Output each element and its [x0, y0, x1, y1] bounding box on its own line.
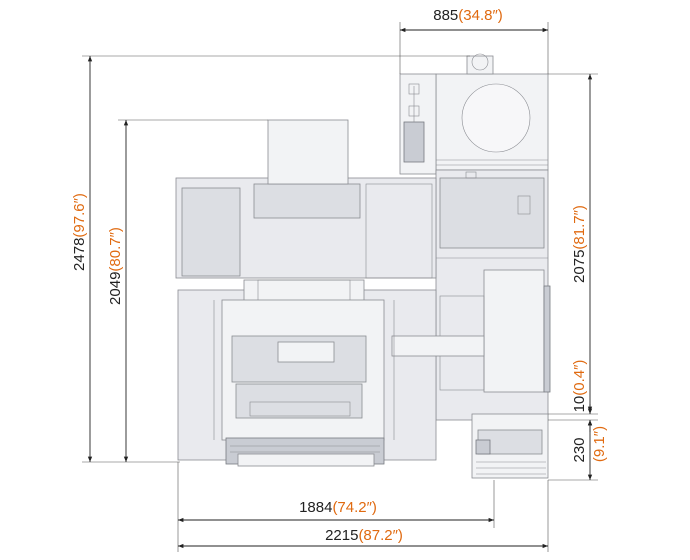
spindle-cartridge	[403, 121, 425, 163]
right-handle	[543, 285, 551, 393]
table-unit	[235, 383, 363, 419]
label-right-offset: 10(0.4″)	[571, 360, 588, 413]
top-fan-cover	[466, 55, 494, 75]
transfer-arm	[391, 335, 485, 357]
label-inner-height: 2049(80.7″)	[107, 227, 124, 305]
label-right-bottom-mm: 230	[571, 437, 588, 462]
top-motor-disc	[461, 83, 531, 153]
label-right-bottom-inch: (9.1″)	[591, 426, 608, 462]
upper-center-panel	[253, 183, 361, 219]
label-bottom-overall-width: 2215(87.2″)	[325, 527, 403, 544]
machine-illustration	[175, 53, 551, 479]
dimension-lines	[82, 22, 598, 552]
label-top-width: 885(34.8″)	[433, 7, 503, 24]
upper-left-window	[181, 187, 241, 277]
label-right-height: 2075(81.7″)	[571, 205, 588, 283]
top-fan-circle	[471, 53, 489, 71]
right-door-panel	[483, 269, 545, 393]
dimension-labels: 885(34.8″) 2478(97.6″) 2049(80.7″) 2075(…	[71, 7, 608, 544]
label-bottom-inner-width: 1884(74.2″)	[299, 499, 377, 516]
tower-top	[267, 119, 349, 185]
label-overall-height: 2478(97.6″)	[71, 193, 88, 271]
right-cabinet-upper-panel	[439, 177, 545, 249]
